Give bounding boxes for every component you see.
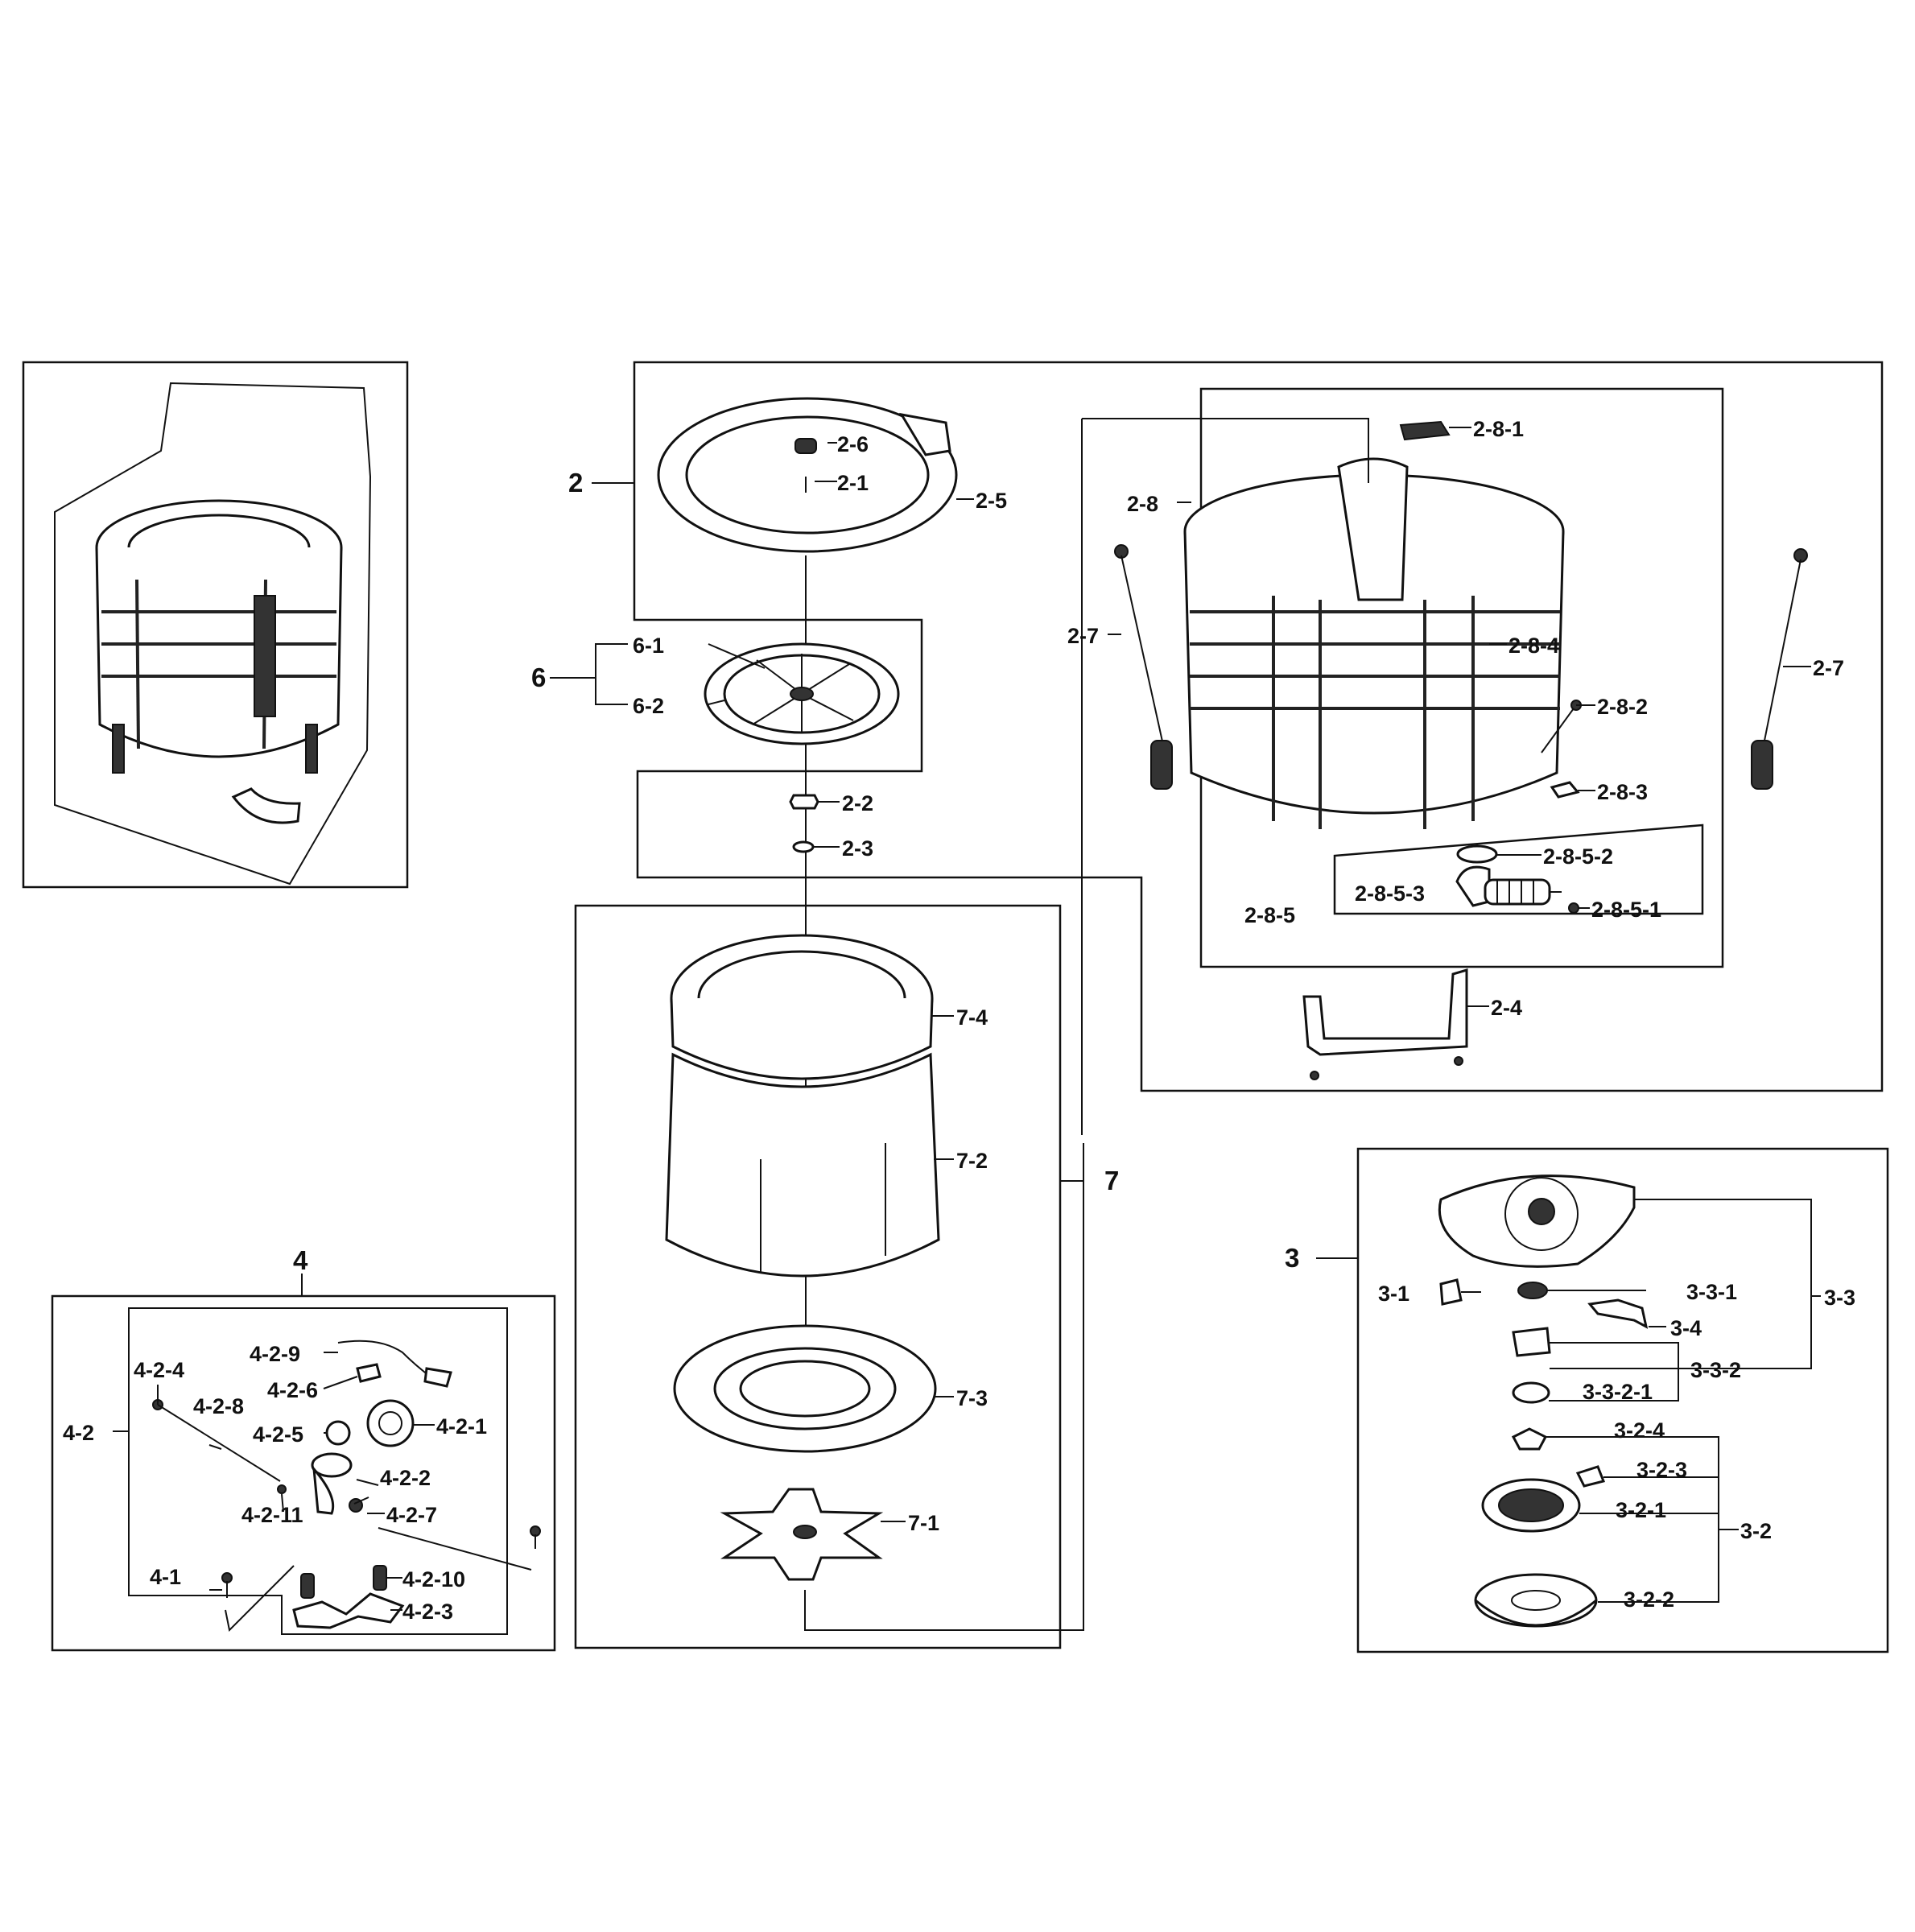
label-4-2-8: 4-2-8 (193, 1394, 244, 1418)
flange-shaft-part (720, 1488, 884, 1581)
label-2-8-5-3: 2-8-5-3 (1355, 881, 1425, 906)
spin-basket-part (665, 934, 940, 1278)
label-3-2-2: 3-2-2 (1624, 1587, 1674, 1612)
drain-valve-base-part (292, 1565, 405, 1629)
label-6-2: 6-2 (633, 694, 664, 718)
label-2-8-5: 2-8-5 (1244, 903, 1295, 927)
label-4-2-10: 4-2-10 (402, 1567, 465, 1591)
label-2-8: 2-8 (1127, 492, 1158, 516)
tub-clip-part (1550, 781, 1580, 799)
label-6: 6 (531, 663, 546, 692)
label-7-1: 7-1 (908, 1511, 939, 1535)
rotor-part (1481, 1478, 1581, 1533)
nut-part (789, 794, 819, 810)
outer-tub-part (1183, 457, 1565, 829)
label-3-2-1: 3-2-1 (1616, 1498, 1666, 1522)
label-6-1: 6-1 (633, 634, 664, 658)
label-4-2-1: 4-2-1 (436, 1414, 487, 1439)
label-4: 4 (293, 1245, 308, 1275)
label-2-8-4: 2-8-4 (1508, 634, 1559, 658)
label-4-2-4: 4-2-4 (134, 1358, 184, 1382)
label-7-3: 7-3 (956, 1386, 988, 1410)
group-4-outline (51, 1274, 556, 1652)
label-3-3: 3-3 (1824, 1286, 1855, 1310)
label-4-1: 4-1 (150, 1565, 181, 1589)
clutch-sensor-part (1439, 1278, 1463, 1306)
screw-part (221, 1525, 541, 1598)
tub-cover-part (657, 397, 958, 553)
clutch-pin-part (1575, 1465, 1606, 1488)
label-7: 7 (1104, 1166, 1119, 1195)
drain-hose-part (1455, 844, 1579, 914)
assembled-tub-illustration (95, 499, 343, 824)
label-4-2-11: 4-2-11 (241, 1503, 303, 1527)
label-2-2: 2-2 (842, 791, 873, 815)
label-4-2-7: 4-2-7 (386, 1503, 437, 1527)
label-3-3-1: 3-3-1 (1686, 1280, 1737, 1304)
label-3-3-2-1: 3-3-2-1 (1583, 1380, 1653, 1404)
clutch-lever-part (1587, 1298, 1649, 1329)
label-7-2: 7-2 (956, 1149, 988, 1173)
label-4-2-5: 4-2-5 (253, 1422, 303, 1447)
label-2-6: 2-6 (837, 432, 869, 456)
suspension-rod-right (1751, 548, 1808, 790)
label-2: 2 (568, 468, 583, 497)
label-2-8-5-1: 2-8-5-1 (1591, 898, 1661, 922)
label-4-2-6: 4-2-6 (267, 1378, 318, 1402)
tub-sensor-part (1399, 420, 1451, 441)
label-2-5: 2-5 (976, 489, 1007, 513)
label-3-4: 3-4 (1670, 1316, 1702, 1340)
label-3-2-3: 3-2-3 (1636, 1458, 1687, 1482)
clutch-base-part (1438, 1174, 1636, 1268)
overview-panel (22, 361, 409, 889)
group-3-outline (1316, 1147, 1889, 1653)
label-3-3-2: 3-3-2 (1690, 1358, 1741, 1382)
pulsator-part (704, 642, 900, 745)
clutch-bearing-part (1517, 1282, 1548, 1299)
label-3-2-4: 3-2-4 (1614, 1418, 1665, 1443)
label-4-2-3: 4-2-3 (402, 1600, 453, 1624)
label-3: 3 (1285, 1243, 1299, 1273)
label-3-2: 3-2 (1740, 1519, 1772, 1543)
rotor-cover-part (1474, 1573, 1598, 1628)
leader-lines (113, 418, 1821, 1611)
label-2-7-left: 2-7 (1067, 624, 1099, 648)
washer-part (792, 840, 815, 853)
label-4-2-2: 4-2-2 (380, 1466, 431, 1490)
label-7-4: 7-4 (956, 1005, 988, 1030)
suspension-rod-left (1114, 544, 1173, 790)
callout-labels: 2 2-6 2-1 2-5 6 6-1 6-2 2-2 2-3 2-7 2-8 … (63, 417, 1855, 1624)
label-2-3: 2-3 (842, 836, 873, 861)
label-4-2-9: 4-2-9 (250, 1342, 300, 1366)
label-2-7-right: 2-7 (1813, 656, 1844, 680)
clutch-coupling-part (1512, 1327, 1551, 1357)
clutch-collar-part (1512, 1381, 1550, 1404)
label-4-2: 4-2 (63, 1421, 94, 1445)
base-bracket-part (1302, 968, 1468, 1080)
drain-motor-part (311, 1340, 452, 1515)
clutch-hub-part (1511, 1427, 1548, 1451)
label-2-1: 2-1 (837, 471, 869, 495)
label-2-8-1: 2-8-1 (1473, 417, 1524, 441)
label-3-1: 3-1 (1378, 1282, 1409, 1306)
label-2-4: 2-4 (1491, 996, 1522, 1020)
label-2-8-5-2: 2-8-5-2 (1543, 844, 1613, 869)
label-2-8-3: 2-8-3 (1597, 780, 1648, 804)
label-2-8-2: 2-8-2 (1597, 695, 1648, 719)
balancer-ring-part (673, 1324, 937, 1453)
